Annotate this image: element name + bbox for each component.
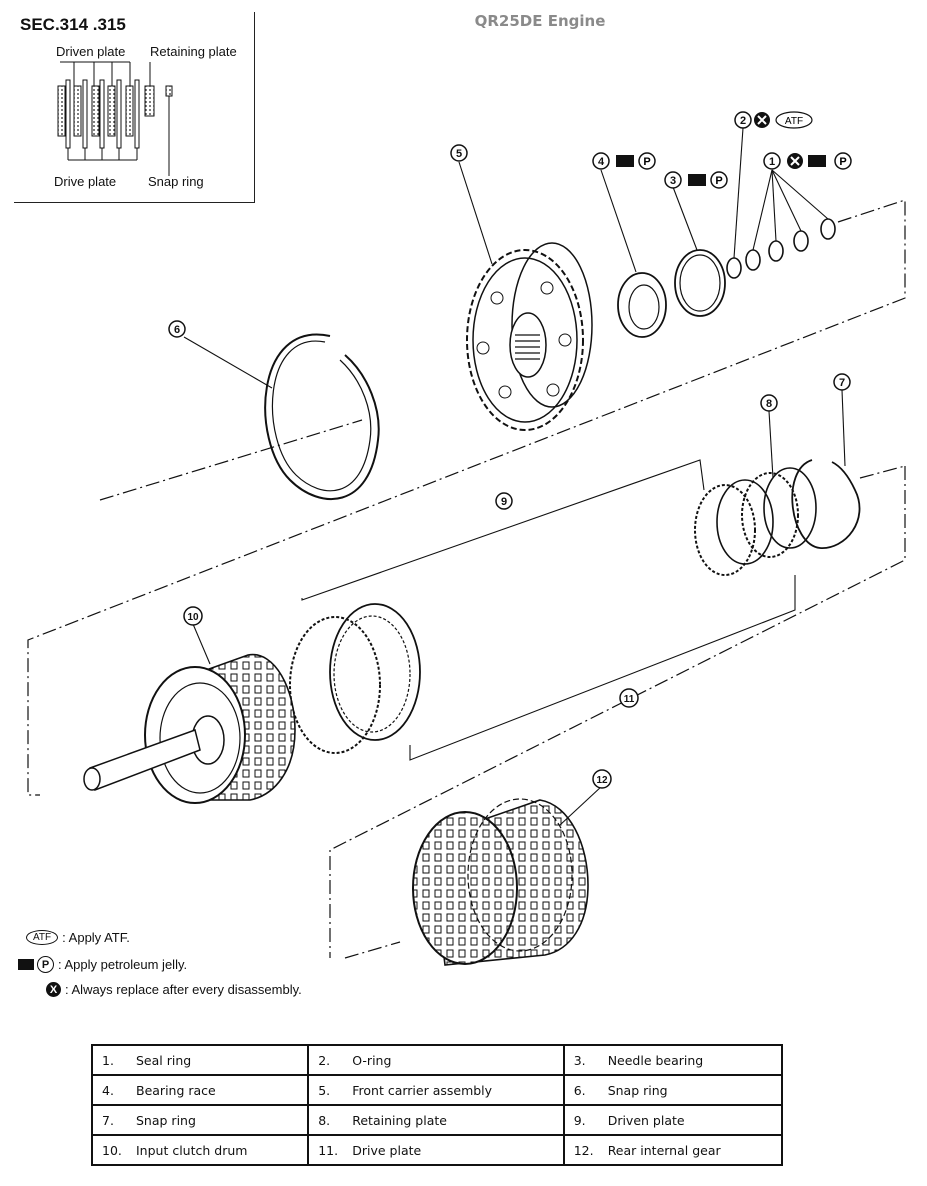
inset-driven-plate-label: Driven plate bbox=[56, 44, 126, 59]
legend-replace-text: : Always replace after every disassembly… bbox=[65, 982, 302, 997]
legend-petroleum-text: : Apply petroleum jelly. bbox=[58, 957, 188, 972]
callout-2-text: 2 bbox=[740, 115, 746, 127]
table-cell: 10.Input clutch drum bbox=[90, 1134, 310, 1166]
front-carrier-assembly-5 bbox=[466, 242, 593, 431]
table-cell: 6.Snap ring bbox=[562, 1074, 784, 1106]
parts-table: 1.Seal ring 2.O-ring 3.Needle bearing 4.… bbox=[90, 1044, 784, 1166]
p-symbol-4: P bbox=[643, 156, 650, 168]
callout-10-text: 10 bbox=[187, 612, 199, 623]
table-cell: 1.Seal ring bbox=[90, 1044, 310, 1076]
plate-order-inset: SEC.314 .315 Driven plate Retaining plat… bbox=[14, 12, 255, 203]
table-cell: 3.Needle bearing bbox=[562, 1044, 784, 1076]
bearing-race-4 bbox=[617, 272, 667, 338]
callout-12-text: 12 bbox=[596, 775, 608, 786]
rear-internal-gear-12 bbox=[412, 798, 589, 966]
table-cell: 11.Drive plate bbox=[307, 1134, 565, 1166]
plate-stack-lower bbox=[289, 603, 421, 754]
seal-rings-1 bbox=[745, 218, 836, 271]
page-title: QR25DE Engine bbox=[474, 12, 606, 30]
plate-stack-upper bbox=[694, 467, 817, 576]
table-cell: 5.Front carrier assembly bbox=[307, 1074, 565, 1106]
callout-11 bbox=[619, 688, 639, 708]
input-clutch-drum-10 bbox=[83, 653, 296, 804]
callout-11-text: 11 bbox=[624, 694, 635, 705]
callout-1-text: 1 bbox=[769, 156, 775, 168]
callout-10 bbox=[183, 606, 203, 626]
inset-drive-plate-label: Drive plate bbox=[54, 174, 117, 189]
callout-6-text: 6 bbox=[174, 324, 180, 336]
callout-5 bbox=[450, 144, 468, 162]
replace-icon: X bbox=[46, 982, 61, 997]
callout-6 bbox=[168, 320, 186, 338]
section-label: SEC.314 .315 bbox=[20, 15, 126, 34]
callout-8 bbox=[760, 394, 778, 412]
callout-7-text: 7 bbox=[839, 377, 845, 389]
p-circle-icon: P bbox=[37, 956, 54, 973]
table-row: 1.Seal ring 2.O-ring 3.Needle bearing bbox=[90, 1044, 784, 1076]
callout-4-text: 4 bbox=[598, 156, 605, 168]
atf-symbol-text: ATF bbox=[785, 116, 803, 127]
table-row: 10.Input clutch drum 11.Drive plate 12.R… bbox=[90, 1134, 784, 1166]
table-cell: 9.Driven plate bbox=[562, 1104, 784, 1136]
callout-symbols: ATF P P P bbox=[616, 111, 852, 189]
assembly-axis-lines bbox=[27, 199, 906, 959]
inset-plate-stack bbox=[57, 79, 173, 149]
table-cell: 4.Bearing race bbox=[90, 1074, 310, 1106]
inset-leader-lines bbox=[60, 61, 170, 176]
callout-3-text: 3 bbox=[670, 175, 676, 187]
callout-9 bbox=[495, 492, 513, 510]
callout-3 bbox=[664, 171, 682, 189]
callout-2 bbox=[734, 111, 752, 129]
callout-leaders bbox=[183, 127, 846, 826]
callout-7 bbox=[833, 373, 851, 391]
table-cell: 2.O-ring bbox=[307, 1044, 565, 1076]
table-row: 7.Snap ring 8.Retaining plate 9.Driven p… bbox=[90, 1104, 784, 1136]
p-symbol-3: P bbox=[715, 175, 722, 187]
callouts bbox=[168, 111, 851, 789]
callout-8-text: 8 bbox=[766, 398, 772, 410]
table-row: 4.Bearing race 5.Front carrier assembly … bbox=[90, 1074, 784, 1106]
callout-12 bbox=[592, 769, 612, 789]
callout-4 bbox=[592, 152, 610, 170]
atf-icon: ATF bbox=[26, 930, 59, 945]
p-symbol-1: P bbox=[839, 156, 846, 168]
inset-snap-ring-label: Snap ring bbox=[148, 174, 204, 189]
callout-1 bbox=[763, 152, 781, 170]
inset-retaining-plate-label: Retaining plate bbox=[150, 44, 237, 59]
o-ring-2 bbox=[726, 257, 742, 279]
table-cell: 7.Snap ring bbox=[90, 1104, 310, 1136]
callout-5-text: 5 bbox=[456, 148, 462, 160]
legend-atf-text: : Apply ATF. bbox=[62, 930, 130, 945]
petroleum-jelly-icon bbox=[18, 959, 34, 970]
table-cell: 8.Retaining plate bbox=[307, 1104, 565, 1136]
needle-bearing-3 bbox=[674, 249, 726, 317]
callout-9-text: 9 bbox=[501, 496, 507, 508]
snap-ring-7 bbox=[791, 459, 861, 549]
group-brackets bbox=[301, 459, 796, 761]
snap-ring-6 bbox=[264, 333, 380, 501]
table-cell: 12.Rear internal gear bbox=[562, 1134, 784, 1166]
